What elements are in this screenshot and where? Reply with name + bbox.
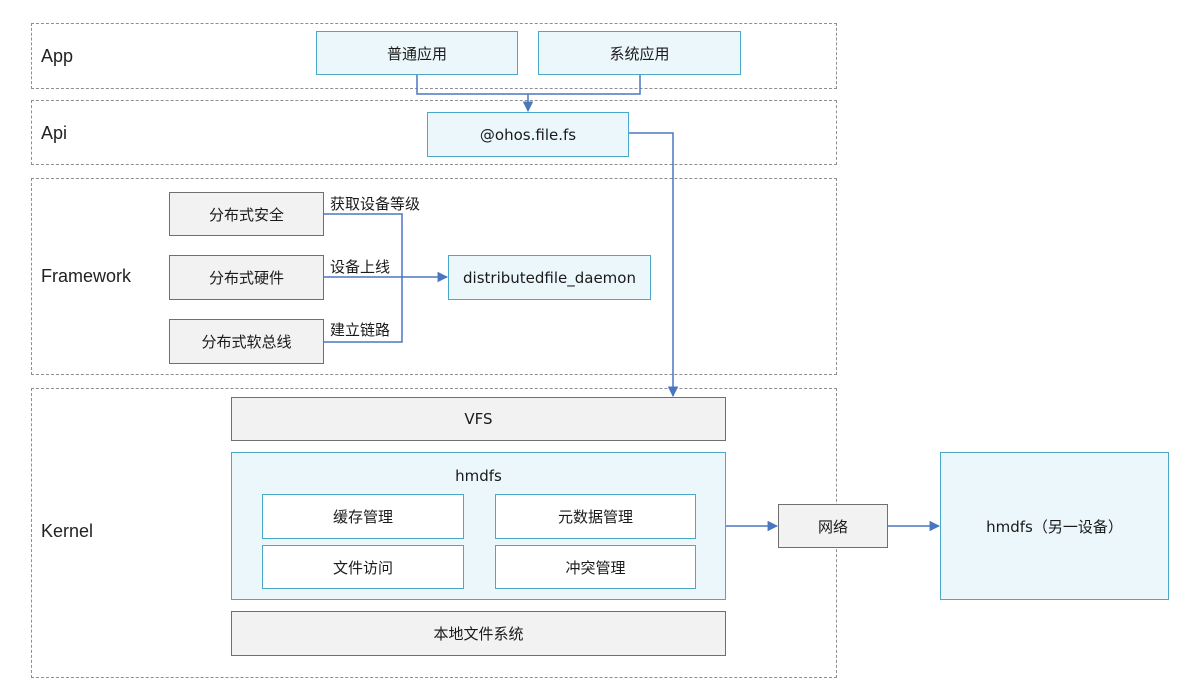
vfs-box: VFS <box>231 397 726 441</box>
security-connector <box>324 213 403 277</box>
framework-layer-label: Framework <box>41 266 132 286</box>
framework-layer <box>31 178 837 375</box>
distributed-security-box: 分布式安全 <box>169 192 324 236</box>
app-layer-label: App <box>41 46 74 66</box>
network-box: 网络 <box>778 504 888 548</box>
normal-app-box: 普通应用 <box>316 31 518 75</box>
edge-label-device-online: 设备上线 <box>330 258 391 276</box>
edge-label-get-device-level: 获取设备等级 <box>330 195 421 213</box>
conflict-management-box: 冲突管理 <box>495 545 696 589</box>
app-normal-connector <box>416 75 528 95</box>
api-to-vfs-arrow <box>629 132 679 398</box>
system-app-box: 系统应用 <box>538 31 741 75</box>
app-system-connector <box>528 75 641 95</box>
api-layer-label: Api <box>41 123 68 143</box>
distributed-softbus-box: 分布式软总线 <box>169 319 324 364</box>
hmdfs-title: hmdfs <box>455 467 502 485</box>
local-fs-box: 本地文件系统 <box>231 611 726 656</box>
ohos-file-fs-box: @ohos.file.fs <box>427 112 629 157</box>
app-layer <box>31 23 837 89</box>
kernel-layer-label: Kernel <box>41 521 94 541</box>
cache-management-box: 缓存管理 <box>262 494 464 539</box>
remote-hmdfs-box: hmdfs（另一设备） <box>940 452 1169 600</box>
api-layer <box>31 100 837 165</box>
softbus-connector <box>324 277 403 343</box>
file-access-box: 文件访问 <box>262 545 464 589</box>
edge-label-establish-link: 建立链路 <box>330 321 391 339</box>
distributed-hardware-box: 分布式硬件 <box>169 255 324 300</box>
metadata-management-box: 元数据管理 <box>495 494 696 539</box>
distributedfile-daemon-box: distributedfile_daemon <box>448 255 651 300</box>
